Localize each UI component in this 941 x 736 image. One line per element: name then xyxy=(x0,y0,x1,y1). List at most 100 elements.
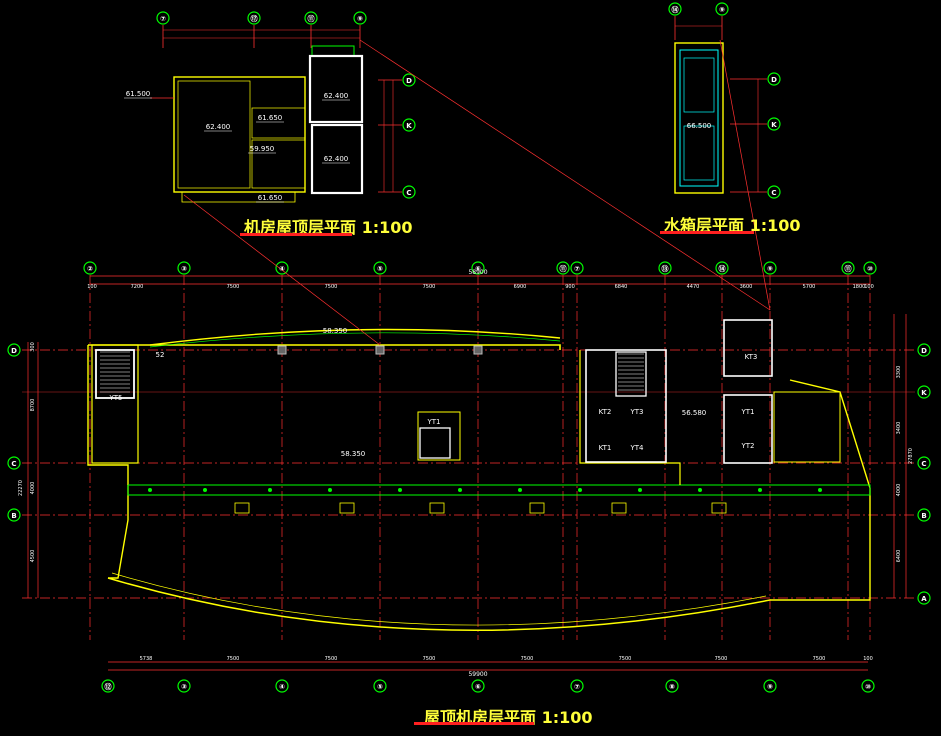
mp-axis-top-1: ③ xyxy=(181,265,187,273)
mp-axis-right-4-circle xyxy=(917,591,931,605)
mp-core-wall xyxy=(579,350,681,485)
mr-shaft-2 xyxy=(251,139,306,189)
mp-green-node-8 xyxy=(638,488,642,492)
mp-axis-top-11-circle xyxy=(863,261,877,275)
mr-elevation-3: 59.950 xyxy=(250,145,275,153)
mp-axis-top-6-circle xyxy=(570,261,584,275)
mr-axis-top-3-circle xyxy=(353,11,367,25)
mp-dim-top-10: 5700 xyxy=(803,284,816,290)
mp-axis-bottom-8-circle xyxy=(861,679,875,693)
mp-dim-top-5: 6900 xyxy=(514,284,527,290)
mp-dim-top-1: 7200 xyxy=(131,284,144,290)
mp-axis-top-8-circle xyxy=(715,261,729,275)
mp-elevation-1: 58.350 xyxy=(341,450,366,458)
mp-dim-overall-bottom-text: 59900 xyxy=(468,671,487,678)
mr-axis-top-0: ⑦ xyxy=(160,15,166,23)
wt-elevation-0: 66.500 xyxy=(687,122,712,130)
mp-green-node-3 xyxy=(328,488,332,492)
title-water-tank-plan: 水箱层平面 1:100 xyxy=(664,216,801,235)
title-machine-roof-plan: 机房屋顶层平面 1:100 xyxy=(244,218,413,237)
mp-canopy-arc xyxy=(149,328,561,346)
mp-axis-bottom-6-circle xyxy=(665,679,679,693)
mp-north-wall xyxy=(88,344,561,350)
wt-axis-right-1: K xyxy=(771,121,777,129)
title-underline-water-tank xyxy=(660,231,754,234)
wt-axis-top-1: ⑨ xyxy=(719,6,725,14)
mp-axis-left-1-circle xyxy=(7,456,21,470)
mp-axis-bottom-3-circle xyxy=(373,679,387,693)
title-underline-machine-roof xyxy=(240,233,352,236)
mr-axis-right-2-circle xyxy=(402,185,416,199)
mp-canopy-arc-inner xyxy=(149,332,561,348)
mp-elevator-1: YT1 xyxy=(426,418,440,426)
mr-elevation-6: 62.400 xyxy=(324,155,349,163)
mp-axis-right-3: B xyxy=(921,512,926,520)
mp-footing-5 xyxy=(711,502,727,514)
mp-dim-top-6: 900 xyxy=(565,284,575,290)
wt-tank-cell-1 xyxy=(683,57,715,113)
mp-green-node-2 xyxy=(268,488,272,492)
mp-axis-bottom-7-circle xyxy=(763,679,777,693)
mp-axis-top-2: ④ xyxy=(279,265,285,273)
mp-green-node-9 xyxy=(698,488,702,492)
mp-dim-top-11: 1800 xyxy=(853,284,866,290)
mp-footing-2 xyxy=(429,502,445,514)
mp-dim-top-3: 7500 xyxy=(325,284,338,290)
mp-axis-top-9: ⑨ xyxy=(767,265,773,273)
mp-stair-flight-west xyxy=(95,349,135,399)
mp-dim-right-2: 27870 xyxy=(908,448,914,464)
mp-dim-bottom-1: 7500 xyxy=(227,656,240,662)
mp-axis-bottom-8: ⑩ xyxy=(865,683,871,691)
mp-dim-top-9: 3600 xyxy=(740,284,753,290)
mp-axis-bottom-4: ⑥ xyxy=(475,683,481,691)
mp-axis-bottom-6: ⑧ xyxy=(669,683,675,691)
wt-axis-right-2-circle xyxy=(767,185,781,199)
mp-green-node-11 xyxy=(818,488,822,492)
mp-dim-right-0: 3300 xyxy=(896,366,902,379)
mr-axis-top-2: ⑪ xyxy=(308,14,315,23)
mp-dim-right-3: 4000 xyxy=(896,484,902,497)
mr-axis-top-1: ⑰ xyxy=(251,14,258,23)
mr-stair-box xyxy=(308,54,364,124)
leader-diagonal-1 xyxy=(359,39,771,311)
mp-column-2 xyxy=(473,345,483,355)
mp-footing-3 xyxy=(529,502,545,514)
mp-axis-bottom-5: ⑦ xyxy=(574,683,580,691)
mr-axis-right-2: C xyxy=(406,189,411,197)
mp-green-node-10 xyxy=(758,488,762,492)
mp-elevator-8: YT2 xyxy=(740,442,754,450)
mp-stair-tower-east xyxy=(723,319,773,377)
mp-footing-1 xyxy=(339,502,355,514)
mr-axis-top-3: ⑨ xyxy=(357,15,363,23)
mp-axis-top-11: ⑩ xyxy=(867,265,873,273)
mp-dim-overall-top-text: 58900 xyxy=(468,269,487,276)
mp-green-beam xyxy=(127,484,871,496)
mp-axis-bottom-3: ⑤ xyxy=(377,683,383,691)
mr-parapet xyxy=(311,45,355,55)
mp-axis-top-5: ⑪ xyxy=(560,264,567,273)
mp-elevator-4: KT1 xyxy=(599,444,612,452)
wt-tank xyxy=(679,49,719,187)
mp-elevator-7: YT1 xyxy=(740,408,754,416)
mp-green-node-1 xyxy=(203,488,207,492)
mp-axis-right-3-circle xyxy=(917,508,931,522)
mp-axis-bottom-4-circle xyxy=(471,679,485,693)
linework-layer xyxy=(7,2,931,693)
mp-axis-top-0: ② xyxy=(87,265,93,273)
mp-elevator-3: YT3 xyxy=(629,408,643,416)
mp-dim-left-0: 300 xyxy=(30,342,36,352)
mp-dim-bottom-2: 7500 xyxy=(325,656,338,662)
wt-axis-top-1-circle xyxy=(715,2,729,16)
mr-elevation-4: 61.650 xyxy=(258,194,283,202)
mp-dim-bottom-7: 7500 xyxy=(813,656,826,662)
mr-machine-room-inner xyxy=(177,80,251,189)
mp-axis-left-2-circle xyxy=(7,508,21,522)
mp-axis-bottom-2: ④ xyxy=(279,683,285,691)
mp-axis-top-8: ⑭ xyxy=(719,264,726,273)
mp-dim-bottom-0: 5738 xyxy=(140,656,153,662)
mp-axis-top-9-circle xyxy=(763,261,777,275)
mp-central-room xyxy=(417,411,461,461)
mp-elevator-6: KT3 xyxy=(745,353,758,361)
wt-room xyxy=(674,42,724,194)
